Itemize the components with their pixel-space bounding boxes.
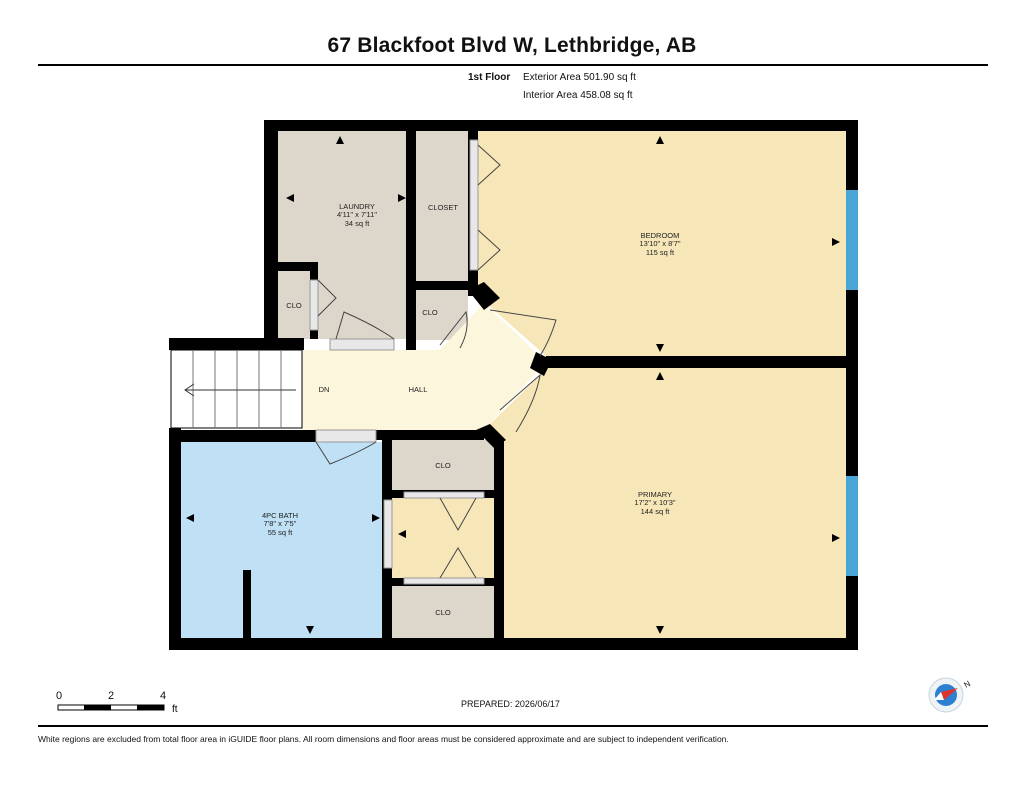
- bedroom-floor: [478, 131, 846, 356]
- scale-unit: ft: [172, 704, 178, 715]
- header-rule: [38, 64, 988, 66]
- bath-name: 4PC BATH: [262, 511, 298, 520]
- compass-north: N: [963, 679, 973, 690]
- bedroom-dims: 13'10" x 8'7": [639, 239, 680, 248]
- clo-primary-bottom-name: CLO: [435, 608, 451, 617]
- dimension-markers: [186, 136, 840, 634]
- primary-dims: 17'2" x 10'3": [634, 498, 675, 507]
- hall-floor: [302, 303, 546, 430]
- disclaimer: White regions are excluded from total fl…: [38, 734, 729, 744]
- compass-icon: [928, 677, 964, 713]
- bath-floor: [180, 442, 382, 638]
- bath-dims: 7'8" x 7'5": [264, 519, 297, 528]
- scale-tick-2: 2: [108, 690, 115, 702]
- clo-primary-top-name: CLO: [435, 461, 451, 470]
- clo-primary-bottom-floor: [392, 586, 494, 638]
- doors: [309, 139, 557, 585]
- prepared-date: PREPARED: 2026/06/17: [461, 699, 560, 709]
- clo-primary-top-floor: [392, 440, 494, 490]
- stairs: [170, 349, 303, 429]
- dn-label: DN: [319, 385, 330, 394]
- primary-name: PRIMARY: [638, 490, 672, 499]
- laundry-dims: 4'11" x 7'11": [337, 210, 377, 219]
- clo-laundry-name: CLO: [286, 301, 302, 310]
- exterior-area: Exterior Area 501.90 sq ft: [523, 72, 636, 83]
- laundry-area: 34 sq ft: [345, 219, 371, 228]
- clo-hall-name: CLO: [422, 308, 438, 317]
- hall-name: HALL: [409, 385, 428, 394]
- primary-window: [846, 476, 858, 576]
- bath-area: 55 sq ft: [268, 528, 294, 537]
- closet-name: CLOSET: [428, 203, 458, 212]
- clo-laundry-floor: [278, 270, 310, 339]
- footer-rule: [38, 725, 988, 727]
- laundry-name: LAUNDRY: [339, 202, 375, 211]
- floor-label: 1st Floor: [468, 72, 511, 83]
- primary-area: 144 sq ft: [641, 507, 671, 516]
- scale-tick-0: 0: [56, 690, 63, 702]
- bedroom-window: [846, 190, 858, 290]
- bedroom-name: BEDROOM: [641, 231, 680, 240]
- scale-tick-4: 4: [160, 690, 167, 702]
- interior-area: Interior Area 458.08 sq ft: [523, 90, 633, 101]
- bedroom-area: 115 sq ft: [646, 248, 675, 257]
- scale-bar: [57, 704, 165, 711]
- page-title: 67 Blackfoot Blvd W, Lethbridge, AB: [327, 34, 697, 57]
- primary-floor: [484, 368, 846, 638]
- closet-floor: [416, 131, 472, 281]
